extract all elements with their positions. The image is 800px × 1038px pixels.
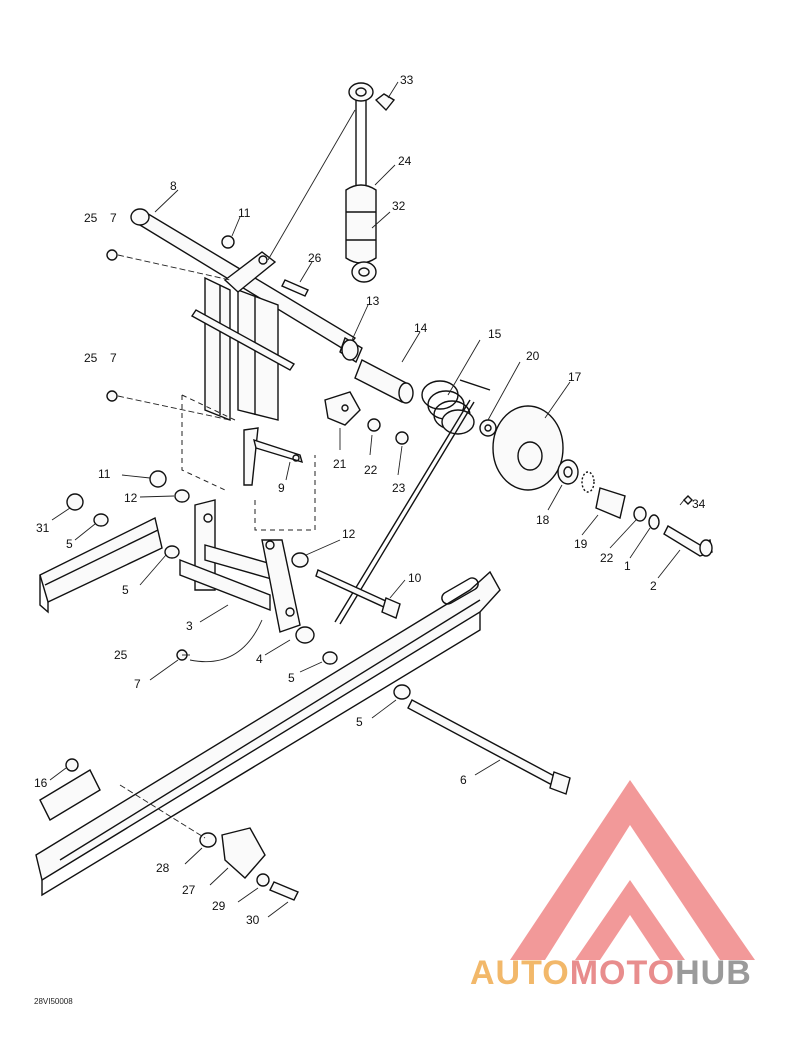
wheel-17 [492, 405, 564, 491]
callout-2: 2 [650, 579, 657, 593]
drawing-code: 28VI50008 [34, 997, 73, 1006]
watermark-moto: MOTO [569, 954, 676, 992]
callout-27: 27 [182, 883, 196, 897]
watermark-logo [510, 780, 755, 960]
callout-12: 12 [124, 491, 138, 505]
callout-17: 17 [568, 370, 582, 384]
callout-14: 14 [414, 321, 428, 335]
watermark-text: AUTOMOTOHUB [470, 954, 752, 993]
callout-20: 20 [526, 349, 540, 363]
bolt-2 [663, 525, 713, 557]
upper-arm [204, 251, 279, 422]
callout-7: 7 [110, 211, 117, 225]
callout-22: 22 [364, 463, 378, 477]
callout-25: 25 [84, 211, 98, 225]
callout-18: 18 [536, 513, 550, 527]
nuts-and-washers [65, 235, 309, 772]
callout-21: 21 [333, 457, 347, 471]
nut-34 [683, 495, 693, 505]
callout-30: 30 [246, 913, 260, 927]
stopper-27-28 [199, 827, 299, 901]
callout-33: 33 [400, 73, 414, 87]
callout-11-b: 11 [98, 467, 111, 481]
callout-5: 5 [66, 537, 73, 551]
washers-5 [93, 513, 411, 700]
bearing-18 [557, 459, 579, 485]
long-rod [334, 399, 475, 625]
callout-5-b: 5 [122, 583, 129, 597]
left-rail [39, 516, 163, 614]
callout-3: 3 [186, 619, 193, 633]
support-rod [190, 309, 296, 371]
callout-29: 29 [212, 899, 226, 913]
callout-19: 19 [574, 537, 588, 551]
clip-21 [324, 391, 361, 426]
lower-arm [179, 499, 315, 644]
callout-25-c: 25 [114, 648, 128, 662]
callout-22-b: 22 [600, 551, 614, 565]
washer-20 [479, 419, 497, 437]
leader-lines [49, 81, 685, 918]
callout-24: 24 [398, 154, 412, 168]
callout-25-b: 25 [84, 351, 98, 365]
callout-31: 31 [36, 521, 50, 535]
callout-28: 28 [156, 861, 170, 875]
washer-22 [367, 418, 381, 432]
nut-23 [395, 431, 409, 445]
callout-34: 34 [692, 497, 706, 511]
callout-4: 4 [256, 652, 263, 666]
callout-13: 13 [366, 294, 380, 308]
callout-23: 23 [392, 481, 406, 495]
pivot-arm [243, 427, 304, 486]
watermark-hub: HUB [675, 954, 752, 992]
main-rail [35, 570, 501, 897]
sub-assembly-outline [181, 394, 316, 531]
callout-12-b: 12 [342, 527, 356, 541]
callout-7-c: 7 [134, 677, 141, 691]
callout-7-b: 7 [110, 351, 117, 365]
ring-19 [581, 471, 626, 519]
callout-8: 8 [170, 179, 177, 193]
watermark-auto: AUTO [470, 954, 570, 992]
callout-26: 26 [308, 251, 322, 265]
sleeve-14 [354, 359, 414, 404]
callout-6: 6 [460, 773, 467, 787]
callout-5-c: 5 [288, 671, 295, 685]
spring-15 [421, 379, 491, 435]
shock-absorber [345, 82, 377, 283]
callout-9: 9 [278, 481, 285, 495]
bolt-10 [315, 569, 401, 619]
sleeve-13 [341, 339, 359, 361]
axle-6 [407, 699, 571, 795]
callout-16: 16 [34, 776, 48, 790]
bushing-33 [374, 93, 396, 112]
washers-22-1 [633, 506, 660, 530]
callout-32: 32 [392, 199, 406, 213]
callout-1: 1 [624, 559, 631, 573]
callout-10: 10 [408, 571, 422, 585]
callout-labels: 33 24 32 8 25 7 11 26 13 14 15 20 17 25 … [34, 73, 706, 927]
callout-15: 15 [488, 327, 502, 341]
bolt-26 [281, 279, 309, 297]
callout-11: 11 [238, 206, 251, 220]
callout-5-d: 5 [356, 715, 363, 729]
